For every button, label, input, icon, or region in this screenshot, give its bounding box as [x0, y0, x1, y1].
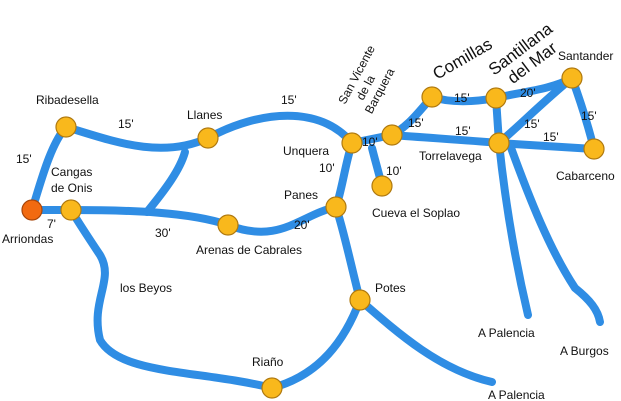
time-arriondas-cangas: 7' [47, 217, 56, 231]
time-comillas-santillana: 15' [454, 91, 470, 105]
road-ribadesella-llanes [62, 123, 212, 152]
unquera-marker[interactable] [341, 132, 363, 154]
road-riano-cangas [67, 206, 276, 392]
comillas-marker[interactable] [421, 86, 443, 108]
road-potes-palencia [356, 296, 496, 386]
road-junction-llanes-link [143, 148, 189, 216]
label-riano: Riaño [252, 355, 284, 369]
riano-marker[interactable] [261, 377, 283, 399]
time-panes-unquera: 10' [319, 161, 335, 175]
time-torrelavega-cabarceno: 15' [543, 130, 559, 144]
road-sanvicente-torrelavega [388, 131, 503, 147]
santander-marker[interactable] [561, 67, 583, 89]
road-panes-potes [332, 203, 364, 304]
label-unquera: Unquera [283, 144, 329, 158]
label-burgos: A Burgos [560, 344, 609, 358]
llanes-marker[interactable] [197, 127, 219, 149]
label-cangas-line1: Cangas [51, 165, 92, 179]
time-santillana-santander: 20' [520, 86, 536, 100]
time-sanvicente-torrelavega: 15' [455, 124, 471, 138]
time-sanvicente-comillas: 15' [408, 116, 424, 130]
time-torrelavega-santander: 15' [524, 117, 540, 131]
label-llanes: Llanes [187, 108, 222, 122]
label-santander: Santander [558, 49, 613, 63]
label-cabarceno: Cabarceno [556, 169, 615, 183]
panes-marker[interactable] [325, 196, 347, 218]
time-sanvicente-cueva: 10' [386, 164, 402, 178]
label-cueva: Cueva el Soplao [372, 206, 460, 220]
san-vicente-marker[interactable] [381, 124, 403, 146]
time-llanes-unquera: 15' [281, 93, 297, 107]
time-ribadesella-arriondas: 15' [16, 152, 32, 166]
time-cangas-panes: 30' [155, 226, 171, 240]
road-arenas-panes [224, 203, 340, 236]
potes-marker[interactable] [349, 289, 371, 311]
label-comillas: Comillas [430, 34, 496, 83]
santillana-marker[interactable] [485, 87, 507, 109]
road-llanes-unquera [204, 111, 356, 147]
road-torrelavega-palencia [495, 139, 532, 319]
label-cangas-line2: de Onis [51, 181, 92, 195]
towns [21, 67, 605, 399]
time-unquera-sanvicente: 10' [362, 135, 378, 149]
label-arenas: Arenas de Cabrales [196, 243, 302, 257]
cabarceno-marker[interactable] [583, 138, 605, 160]
label-san-vicente: San Vicente de la Barquera [335, 43, 397, 116]
road-torrelavega-burgos [506, 141, 604, 326]
label-ribadesella: Ribadesella [36, 93, 99, 107]
label-potes: Potes [375, 281, 406, 295]
arriondas-marker[interactable] [21, 199, 43, 221]
label-arriondas: Arriondas [2, 232, 53, 246]
label-palencia-2: A Palencia [488, 388, 545, 401]
arenas-de-cabrales-marker[interactable] [217, 214, 239, 236]
time-ribadesella-llanes: 15' [118, 117, 134, 131]
label-palencia-1: A Palencia [478, 326, 535, 340]
ribadesella-marker[interactable] [55, 116, 77, 138]
road-potes-riano [268, 296, 364, 392]
torrelavega-marker[interactable] [488, 132, 510, 154]
time-arenas-panes: 20' [294, 218, 310, 232]
time-santander-cabarceno: 15' [581, 109, 597, 123]
label-panes: Panes [284, 188, 318, 202]
travel-time-labels: 15' 15' 15' 7' 30' 20' 10' 10' 10' 15' 1… [16, 86, 597, 240]
road-cangas-arenas [67, 206, 232, 229]
label-los-beyos: los Beyos [120, 281, 172, 295]
label-torrelavega: Torrelavega [419, 149, 482, 163]
cangas-de-onis-marker[interactable] [60, 199, 82, 221]
cueva-el-soplao-marker[interactable] [371, 175, 393, 197]
